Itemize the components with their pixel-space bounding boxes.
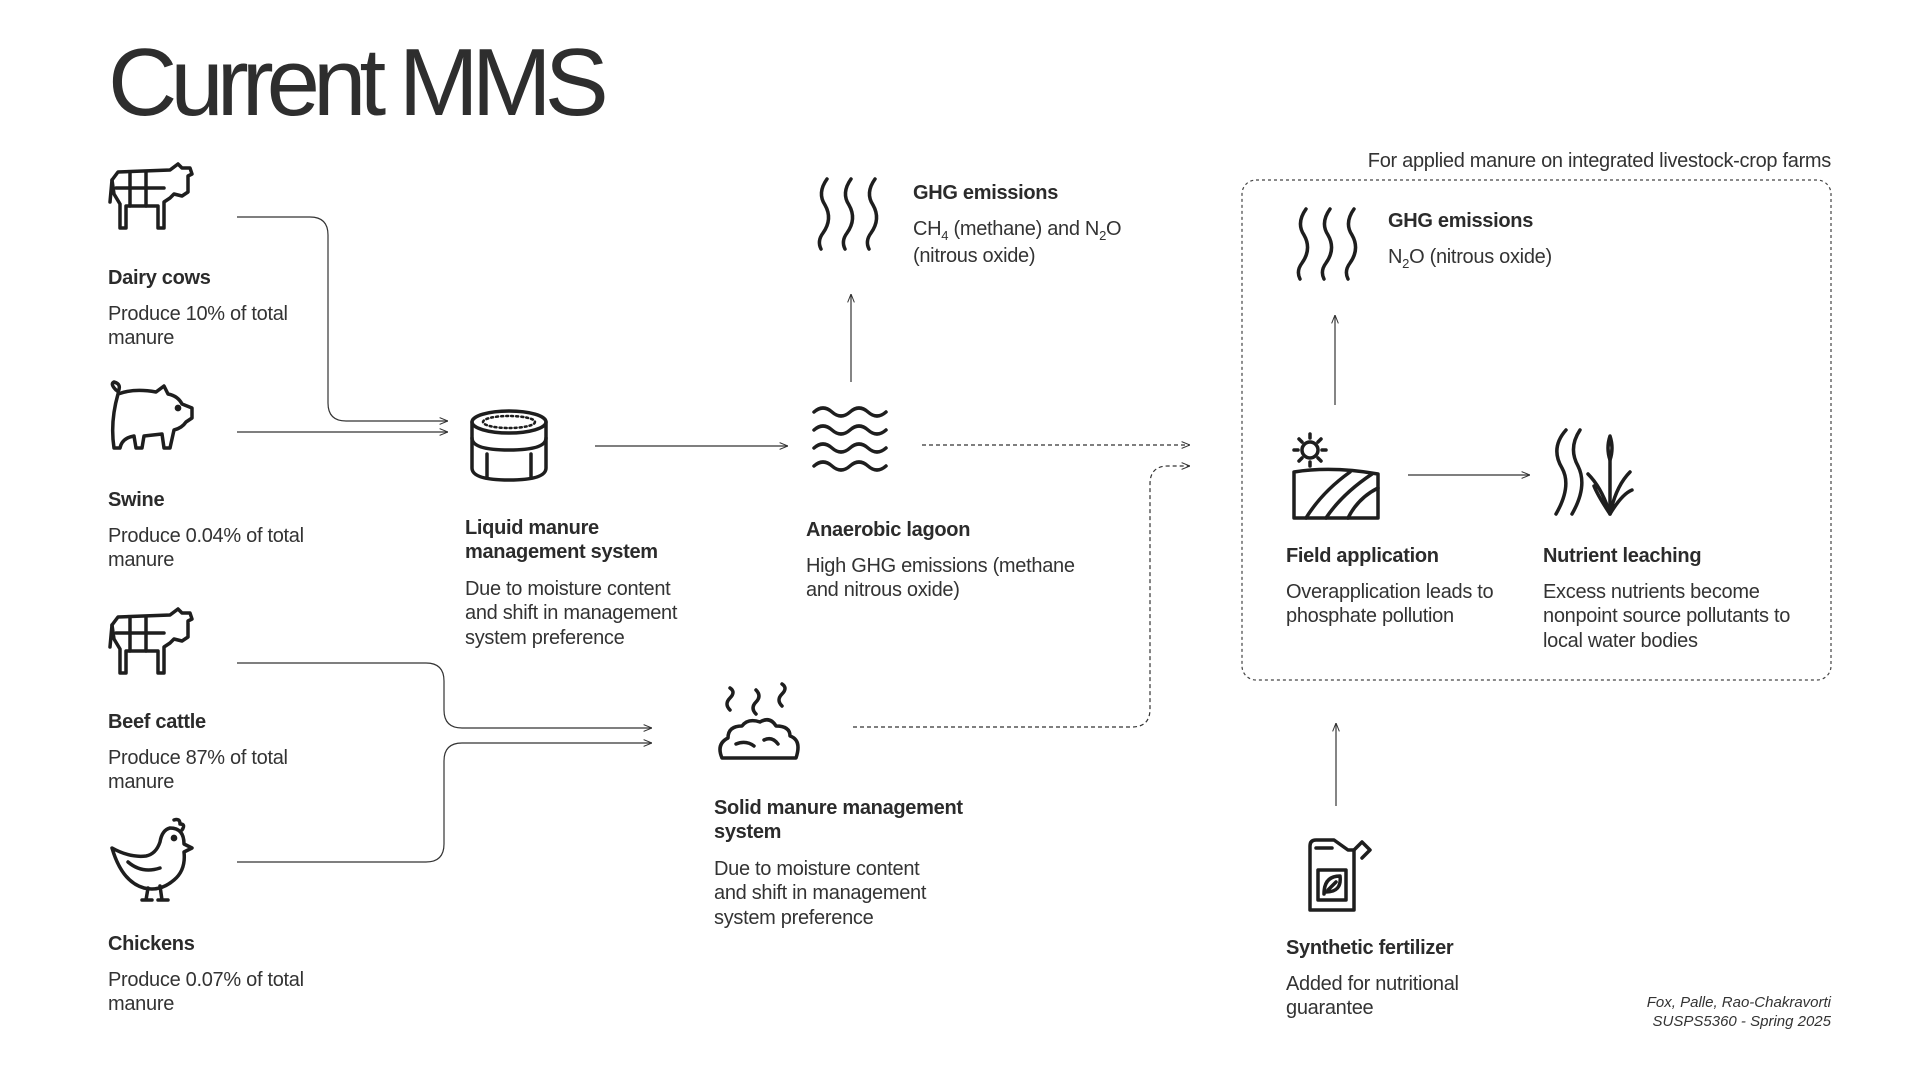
water-waves-icon — [812, 406, 888, 472]
chickens-label: Chickens — [108, 933, 195, 955]
beef-cattle-desc: Produce 87% of total manure — [108, 747, 288, 794]
synthetic-fertilizer-desc: Added for nutritional guarantee — [1286, 973, 1459, 1020]
solid-mms-desc: Due to moisture content and shift in man… — [714, 858, 927, 929]
solid-mms-label: Solid manure management system — [714, 797, 963, 843]
field-application-desc: Overapplication leads to phosphate pollu… — [1286, 581, 1494, 628]
pig-icon — [110, 380, 194, 450]
emission-waves-icon — [817, 177, 879, 251]
integrated-farm-box — [1241, 179, 1832, 681]
farm-box-caption: For applied manure on integrated livesto… — [1367, 150, 1832, 172]
chickens-desc: Produce 0.07% of total manure — [108, 969, 304, 1016]
beef-cattle-icon — [108, 607, 194, 675]
page-title: Current MMS — [108, 29, 609, 136]
manure-pile-icon — [718, 682, 800, 760]
synthetic-fertilizer-label: Synthetic fertilizer — [1286, 937, 1454, 959]
reeds-icon — [1554, 428, 1634, 516]
dairy-cows-label: Dairy cows — [108, 267, 211, 289]
credit-authors: Fox, Palle, Rao-Chakravorti — [1646, 994, 1831, 1011]
swine-label: Swine — [108, 489, 165, 511]
anaerobic-lagoon-label: Anaerobic lagoon — [806, 519, 971, 541]
nutrient-leaching-label: Nutrient leaching — [1543, 545, 1702, 567]
tank-icon — [470, 409, 548, 482]
dairy-to-liquid-line — [237, 216, 448, 421]
farm-ghg-label: GHG emissions — [1388, 210, 1534, 232]
dairy-cows-desc: Produce 10% of total manure — [108, 303, 288, 350]
liquid-mms-label: Liquid manure management system — [465, 517, 658, 563]
lagoon-ghg-label: GHG emissions — [913, 182, 1059, 204]
dairy-cow-icon — [108, 162, 194, 230]
nutrient-leaching-desc: Excess nutrients become nonpoint source … — [1543, 581, 1791, 652]
anaerobic-lagoon-desc: High GHG emissions (methane and nitrous … — [806, 555, 1075, 602]
beef-cattle-label: Beef cattle — [108, 711, 206, 733]
farm-emission-waves-icon — [1296, 207, 1358, 281]
field-icon — [1292, 432, 1380, 520]
chicken-to-solid-line — [237, 743, 652, 863]
solid-to-farm-line — [853, 466, 1190, 728]
fertilizer-jug-icon — [1308, 838, 1372, 912]
field-application-label: Field application — [1286, 545, 1439, 567]
swine-desc: Produce 0.04% of total manure — [108, 525, 304, 572]
beef-to-solid-line — [237, 662, 652, 728]
lagoon-ghg-desc: CH4 (methane) and N2O (nitrous oxide) — [913, 218, 1122, 267]
farm-ghg-desc: N2O (nitrous oxide) — [1388, 246, 1552, 271]
chicken-icon — [110, 817, 194, 902]
credit-course: SUSPS5360 - Spring 2025 — [1652, 1013, 1831, 1031]
credit-text: Fox, Palle, Rao-Chakravorti SUSPS5360 - … — [1531, 993, 1831, 1031]
liquid-mms-desc: Due to moisture content and shift in man… — [465, 578, 678, 649]
